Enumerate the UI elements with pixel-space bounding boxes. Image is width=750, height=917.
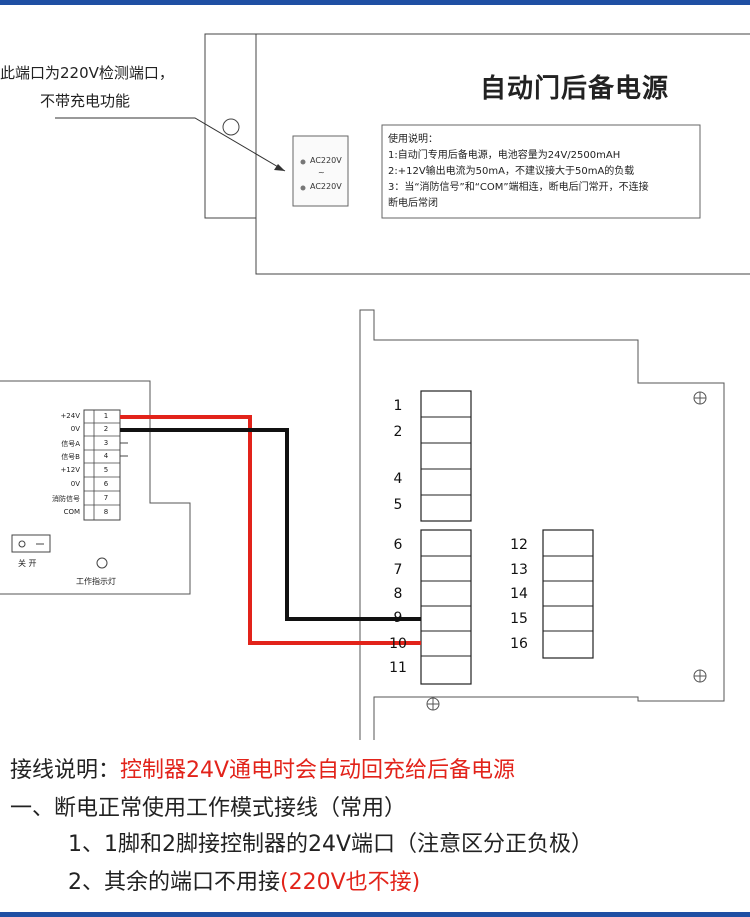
- switch-label: 关 开: [18, 559, 37, 568]
- terminal-label: 信号A: [61, 440, 80, 448]
- terminal-number: 6: [103, 480, 109, 488]
- pin-number: 16: [510, 636, 528, 652]
- terminal-number: 1: [103, 412, 109, 420]
- pin-number: 13: [510, 562, 528, 578]
- pin-number: 12: [510, 537, 528, 553]
- terminal-label: COM: [63, 508, 80, 516]
- terminal-label: 信号B: [61, 453, 80, 461]
- mount-hole-icon: [222, 118, 240, 136]
- pin-number: 1: [393, 398, 403, 414]
- terminal-number: 5: [103, 466, 109, 474]
- terminal-block-1: [420, 390, 472, 522]
- notes-heading-warning: 控制器24V通电时会自动回充给后备电源: [120, 758, 516, 783]
- terminal-strip: [83, 409, 121, 521]
- pin-number: 15: [510, 611, 528, 627]
- terminal-label: 0V: [70, 480, 80, 488]
- callout-line-2: 不带充电功能: [40, 92, 131, 110]
- instruction-box: [381, 124, 701, 219]
- terminal-number: 8: [103, 508, 109, 516]
- instruction-line-2: 2:+12V输出电流为50mA，不建议接大于50mA的负载: [388, 166, 635, 177]
- instruction-line-4: 断电后常闭: [388, 198, 438, 209]
- pin-number: 11: [389, 660, 407, 676]
- pin-number: 8: [393, 586, 403, 602]
- notes-heading-prefix: 接线说明：: [10, 758, 121, 783]
- notes-line-2: 1、1脚和2脚接控制器的24V端口（注意区分正负极）: [68, 832, 594, 857]
- terminal-label: +12V: [60, 466, 80, 474]
- controller-outline: [359, 309, 725, 740]
- pin-number: 2: [393, 424, 403, 440]
- callout-arrow: [55, 117, 286, 172]
- terminal-block-3: [542, 529, 594, 659]
- pin-number: 10: [389, 636, 407, 652]
- indicator-label: 工作指示灯: [76, 577, 116, 586]
- ac-port-label-1: AC220V: [310, 156, 342, 165]
- terminal-label: 0V: [70, 425, 80, 433]
- controller-screw-icons: [426, 391, 707, 711]
- ac-port-label-2: AC220V: [310, 182, 342, 191]
- power-module-outline: [0, 380, 191, 595]
- terminal-number: 4: [103, 452, 109, 460]
- terminal-number: 2: [103, 425, 109, 433]
- pin-number: 9: [393, 610, 403, 626]
- terminal-label: 消防信号: [52, 495, 80, 503]
- pin-number: 4: [393, 471, 403, 487]
- mounting-bracket: [204, 33, 257, 219]
- terminal-label: +24V: [60, 412, 80, 420]
- notes-heading: 接线说明：控制器24V通电时会自动回充给后备电源: [10, 752, 515, 784]
- bottom-accent-bar: [0, 912, 750, 917]
- instruction-line-0: 使用说明：: [388, 134, 438, 145]
- ac-tilde: ~: [318, 168, 325, 177]
- notes-line-3: 2、其余的端口不用接(220V也不接): [68, 864, 420, 896]
- ac-terminal-1-icon: [300, 159, 306, 165]
- terminal-block-2: [420, 529, 472, 685]
- notes-line-3-prefix: 2、其余的端口不用接: [68, 870, 280, 895]
- instruction-line-3: 3：当“消防信号”和“COM”端相连，断电后门常开，不连接: [388, 182, 649, 193]
- indicator-lamp-icon: [96, 557, 108, 569]
- ac-terminal-2-icon: [300, 185, 306, 191]
- notes-line-1: 一、断电正常使用工作模式接线（常用）: [10, 796, 407, 821]
- pin-number: 7: [393, 562, 403, 578]
- top-accent-bar: [0, 0, 750, 5]
- device-title: 自动门后备电源: [480, 74, 670, 104]
- arrow-head-icon: [274, 164, 285, 171]
- terminal-number: 3: [103, 439, 109, 447]
- notes-line-3-warning: (220V也不接): [280, 870, 421, 895]
- switch-off-icon: [18, 540, 26, 548]
- terminal-number: 7: [103, 494, 109, 502]
- pin-number: 6: [393, 537, 403, 553]
- instruction-line-1: 1:自动门专用后备电源，电池容量为24V/2500mAH: [388, 150, 621, 161]
- pin-number: 14: [510, 586, 528, 602]
- power-switch: [11, 534, 51, 553]
- callout-line-1: 此端口为220V检测端口，: [0, 64, 174, 82]
- black-wire-negative: [120, 428, 421, 621]
- ac-port-block: [292, 135, 349, 207]
- pin-number: 5: [393, 497, 403, 513]
- red-wire-positive: [120, 415, 421, 645]
- terminal-strip-rows: [84, 410, 120, 520]
